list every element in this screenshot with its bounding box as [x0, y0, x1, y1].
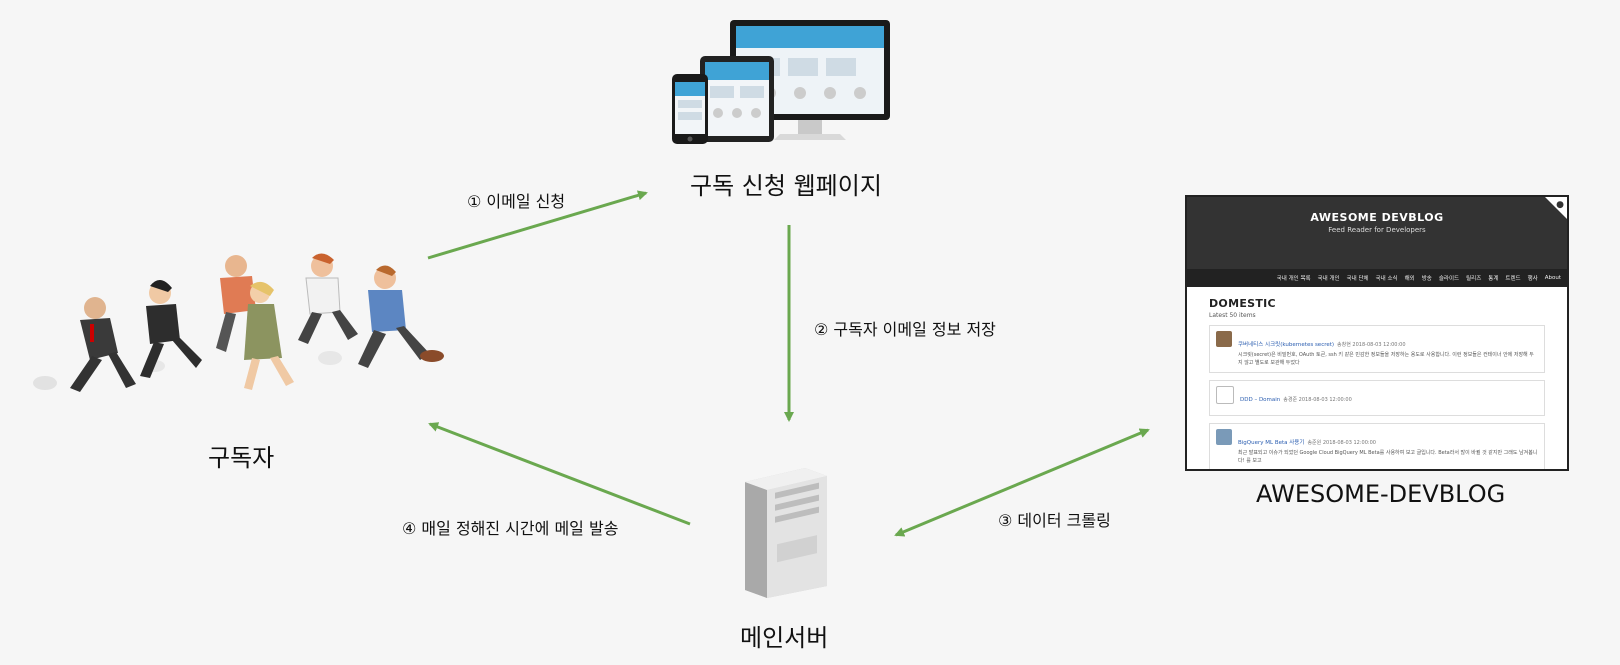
label-edge-4: ④ 매일 정해진 시간에 메일 발송 — [402, 519, 619, 538]
github-corner — [1545, 197, 1567, 219]
blog-subheading: Latest 50 items — [1209, 312, 1256, 319]
blog-nav-item: 릴리즈 — [1466, 276, 1482, 282]
person-1 — [70, 297, 136, 392]
blog-nav-item: 국내 단체 — [1346, 276, 1369, 282]
responsive-devices-illustration — [672, 20, 890, 144]
blog-nav-item: 국내 개인 — [1317, 276, 1340, 282]
blog-item-meta: 송창현 2018-08-03 12:00:00 — [1337, 342, 1406, 348]
blog-item-desc: 최근 발표되고 이슈가 되었던 Google Cloud BigQuery ML… — [1238, 450, 1538, 464]
label-edge-2: ② 구독자 이메일 정보 저장 — [814, 320, 996, 339]
blog-item-meta: 송경준 2018-08-03 12:00:00 — [1283, 397, 1352, 403]
blog-nav: 국내 개인 목록 국내 개인 국내 단체 국내 소식 해외 방송 슬라이드 릴리즈 통계 트렌드 행… — [1187, 269, 1567, 287]
blog-subtitle: Feed Reader for Developers — [1328, 226, 1426, 234]
blog-item: 쿠버네티스 시크릿(kubernetes secret)송창현 2018-08-… — [1209, 325, 1545, 373]
label-blog: AWESOME-DEVBLOG — [1256, 480, 1506, 508]
label-webpage: 구독 신청 웹페이지 — [690, 172, 882, 200]
blog-nav-item: 통계 — [1488, 276, 1499, 282]
blog-nav-item: About — [1544, 275, 1561, 281]
blog-item-thumbnail — [1216, 429, 1232, 445]
awesome-devblog-screenshot: AWESOME DEVBLOG Feed Reader for Develope… — [1185, 195, 1569, 471]
blog-nav-item: 해외 — [1404, 276, 1415, 282]
label-subscriber: 구독자 — [208, 444, 275, 472]
blog-item-meta: 송준원 2018-08-03 12:00:00 — [1307, 440, 1376, 446]
blog-item-thumbnail — [1216, 331, 1232, 347]
blog-heading: DOMESTIC — [1209, 297, 1276, 310]
tablet — [700, 56, 774, 142]
person-6 — [358, 265, 444, 368]
blog-nav-item: 국내 개인 목록 — [1276, 276, 1311, 282]
blog-nav-item: 방송 — [1421, 276, 1432, 282]
phone — [672, 74, 708, 144]
running-people-illustration — [33, 253, 444, 392]
blog-item-title: DDD – Domain — [1240, 397, 1281, 403]
blog-nav-item: 트렌드 — [1505, 276, 1521, 282]
person-4 — [244, 281, 294, 390]
label-edge-3: ③ 데이터 크롤링 — [998, 511, 1111, 530]
arrow-server-to-subscriber — [428, 422, 691, 526]
blog-header: AWESOME DEVBLOG Feed Reader for Develope… — [1187, 197, 1567, 269]
blog-item-thumbnail — [1216, 386, 1234, 404]
github-icon: ● — [1556, 200, 1564, 210]
blog-title: AWESOME DEVBLOG — [1310, 211, 1444, 224]
blog-item-title: BigQuery ML Beta 사용기 — [1238, 440, 1305, 446]
person-5 — [298, 253, 358, 344]
label-edge-1: ① 이메일 신청 — [467, 192, 566, 211]
blog-item-desc: 시크릿(secret)은 비밀번호, OAuth 토큰, ssh 키 같은 민감… — [1238, 352, 1534, 366]
blog-nav-item: 행사 — [1527, 276, 1538, 282]
person-2 — [140, 279, 202, 378]
blog-item-title: 쿠버네티스 시크릿(kubernetes secret) — [1238, 342, 1335, 348]
blog-nav-item: 국내 소식 — [1375, 276, 1398, 282]
blog-item-list: 쿠버네티스 시크릿(kubernetes secret)송창현 2018-08-… — [1209, 325, 1545, 469]
blog-nav-item: 슬라이드 — [1438, 276, 1460, 282]
label-server: 메인서버 — [740, 624, 829, 652]
server-icon — [745, 468, 827, 598]
